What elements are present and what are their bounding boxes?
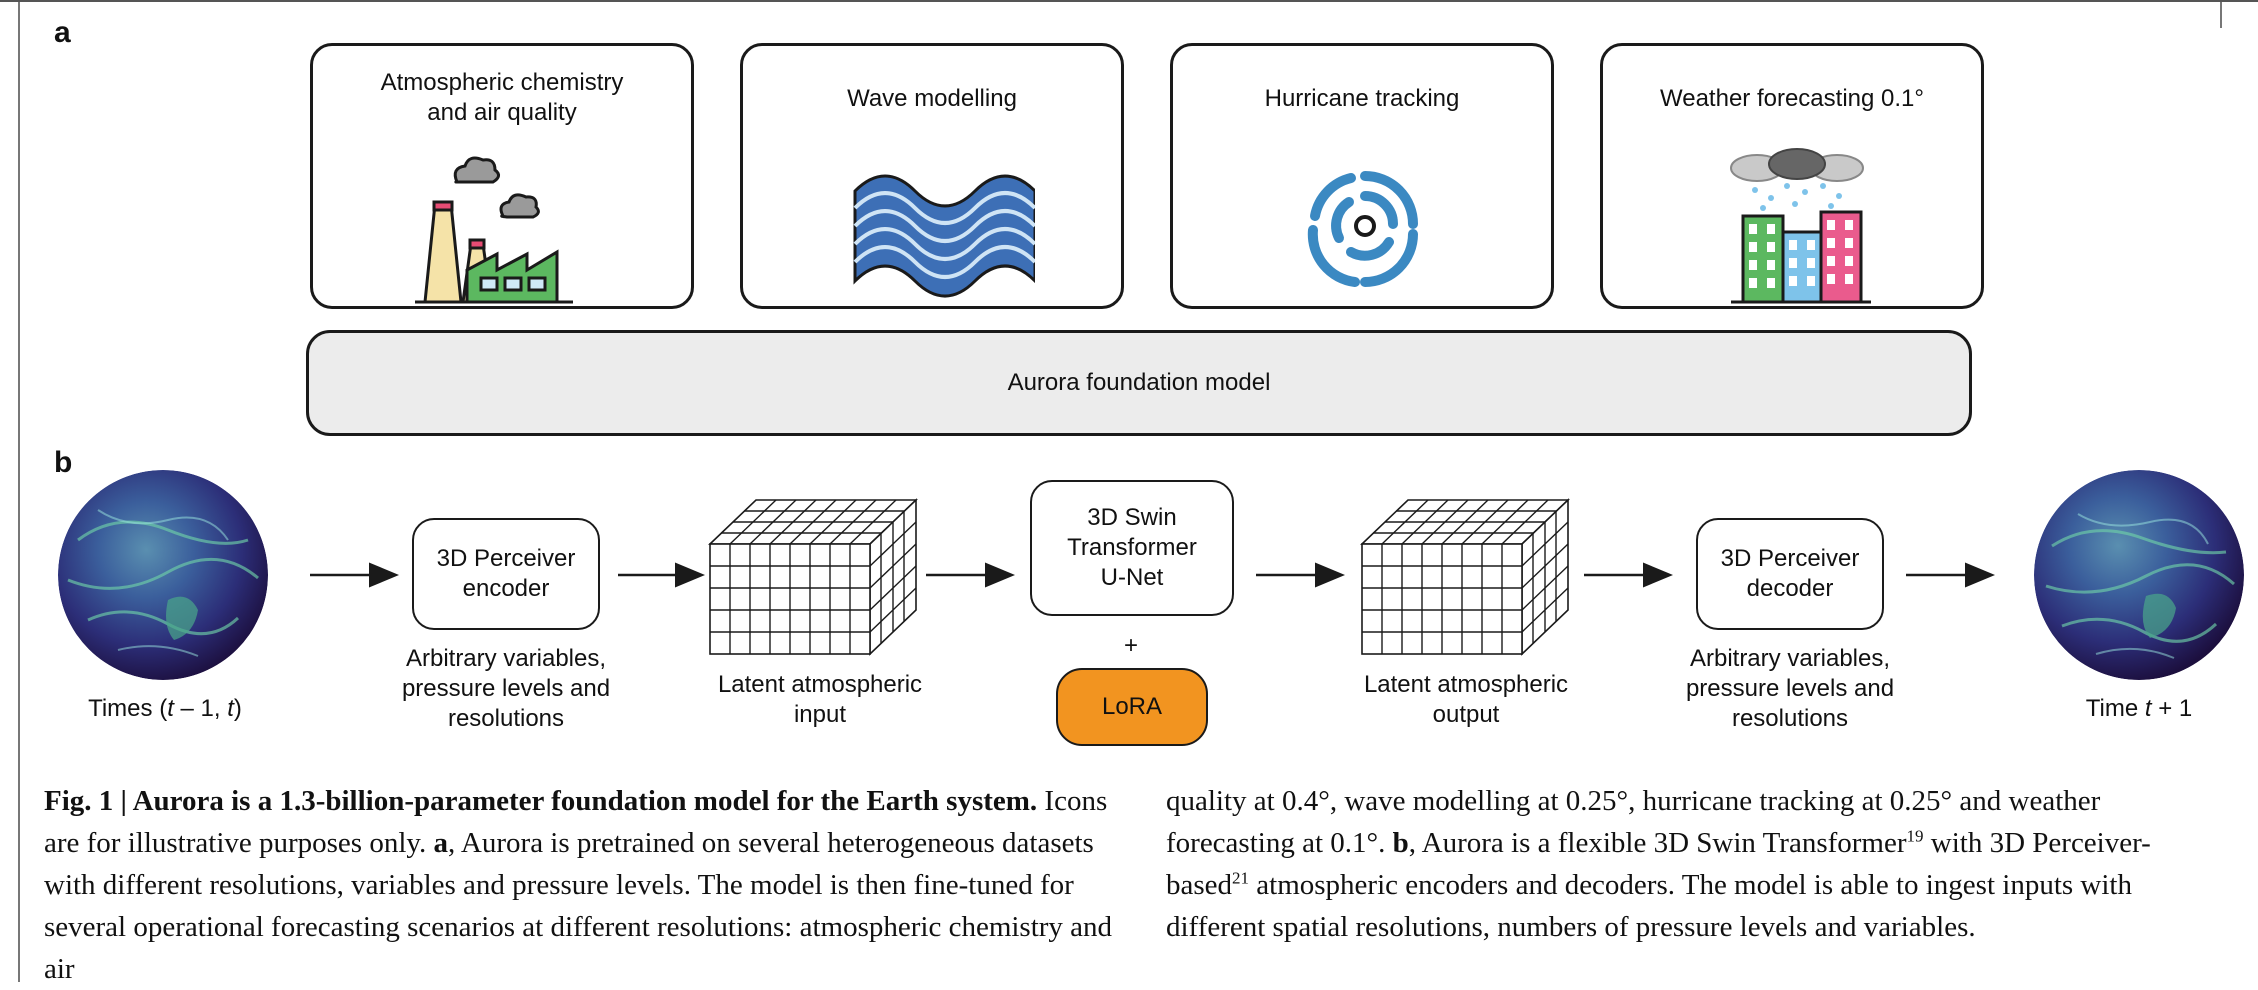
task-hurricane-tracking: Hurricane tracking xyxy=(1170,43,1554,309)
output-globe xyxy=(2034,470,2244,680)
lora-box: LoRA xyxy=(1056,668,1208,746)
output-globe-label: Time t + 1 xyxy=(2085,695,2193,722)
latent-output-label: Latent atmospheric output xyxy=(1363,671,1569,728)
plus-sign: + xyxy=(1124,632,1139,659)
task-atmospheric-chemistry: Atmospheric chemistry and air quality xyxy=(310,43,694,309)
city-rain-icon xyxy=(1730,148,1871,304)
hurricane-icon xyxy=(1307,171,1418,287)
decoder-note: Arbitrary variables, pressure levels and… xyxy=(1685,645,1895,732)
latent-output-grid-icon xyxy=(1360,498,1570,656)
task-title: Hurricane tracking xyxy=(1264,85,1460,112)
top-rule xyxy=(0,0,2258,2)
factory-icon xyxy=(415,156,573,304)
task-title: Atmospheric chemistry and air quality xyxy=(380,69,624,126)
input-globe-label: Times (t – 1, t) xyxy=(88,695,242,722)
left-rule xyxy=(18,2,20,982)
encoder-note: Arbitrary variables, pressure levels and… xyxy=(401,645,611,732)
task-title: Wave modelling xyxy=(847,85,1017,112)
latent-input-label: Latent atmospheric input xyxy=(717,671,923,728)
swin-transformer-unet-box: 3D Swin Transformer U-Net xyxy=(1030,480,1234,616)
caption-column-2: quality at 0.4°, wave modelling at 0.25°… xyxy=(1166,785,2151,943)
task-title: Weather forecasting 0.1° xyxy=(1660,85,1924,112)
latent-input-grid-icon xyxy=(708,498,918,656)
panel-a-letter: a xyxy=(54,16,71,49)
input-globe xyxy=(58,470,268,680)
task-weather-forecasting: Weather forecasting 0.1° xyxy=(1600,43,1984,309)
waves-icon xyxy=(853,174,1035,298)
right-rule xyxy=(2220,2,2222,28)
panel-b-letter: b xyxy=(54,446,73,479)
aurora-foundation-model-box: Aurora foundation model xyxy=(306,330,1972,436)
task-wave-modelling: Wave modelling xyxy=(740,43,1124,309)
caption-column-1: Fig. 1 | Aurora is a 1.3-billion-paramet… xyxy=(44,785,1113,985)
